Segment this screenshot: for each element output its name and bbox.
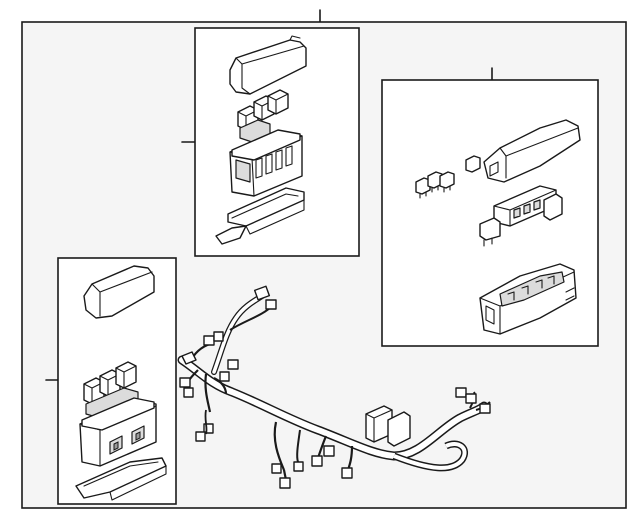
- right-box-fuse-block: [479, 185, 563, 247]
- upper-box-body: [229, 129, 303, 197]
- left-box-cover: [83, 265, 155, 319]
- left-box-tray: [75, 457, 167, 501]
- left-box-body: [79, 397, 157, 467]
- right-fuse-box-group: [381, 67, 599, 347]
- right-box-base: [479, 263, 577, 335]
- right-box-cover: [483, 119, 581, 183]
- upper-box-cover: [229, 35, 307, 95]
- left-box-relays: [83, 361, 139, 419]
- upper-fuse-box-group: [181, 27, 360, 257]
- upper-box-tray: [215, 187, 305, 245]
- upper-box-relays: [237, 89, 289, 143]
- left-fuse-box-group: [45, 257, 177, 505]
- right-box-small-relays: [415, 155, 481, 199]
- wiring-harness: [177, 285, 491, 489]
